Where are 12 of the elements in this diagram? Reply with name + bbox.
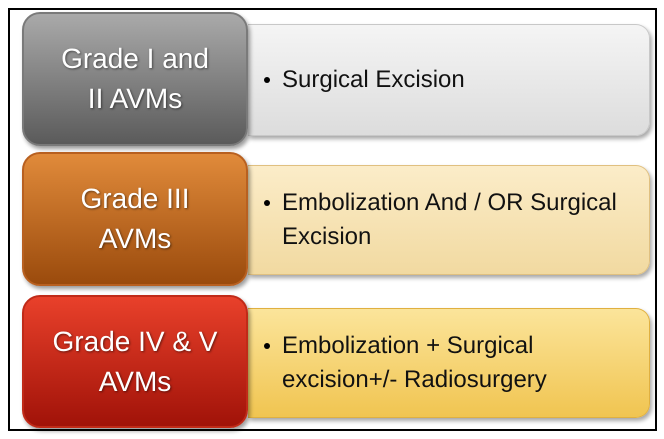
treatment-text: Surgical Excision bbox=[282, 65, 465, 95]
treatment-box bbox=[248, 165, 650, 275]
grade-box bbox=[22, 12, 248, 146]
treatment-text: Embolization + Surgical excision+/- Radiosurgery bbox=[282, 331, 548, 395]
treatment-box bbox=[248, 24, 650, 136]
grade-box bbox=[22, 152, 248, 286]
grade-label: Grade IV & V AVMs bbox=[52, 324, 218, 398]
treatment-text: Embolization And / OR Surgical Excision bbox=[282, 188, 618, 252]
grade-box bbox=[22, 295, 248, 428]
treatment-box bbox=[248, 308, 650, 418]
grade-label: Grade III AVMs bbox=[80, 182, 190, 256]
grade-label: Grade I and II AVMs bbox=[60, 42, 210, 116]
